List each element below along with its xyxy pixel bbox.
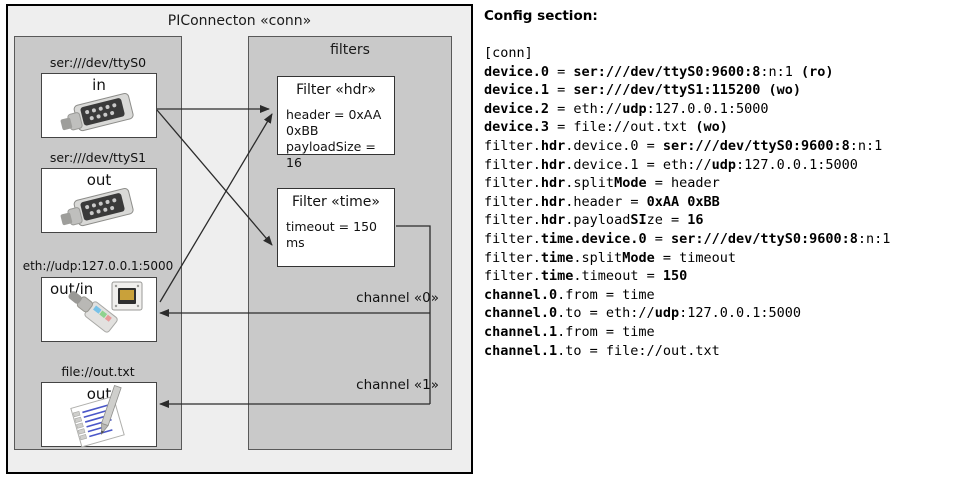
device-card-eth[interactable]: out/in [41, 277, 157, 342]
config-line: device.1 = ser:///dev/ttyS1:115200 (wo) [484, 82, 802, 99]
config-line: channel.0.from = time [484, 286, 655, 303]
config-line: [conn] [484, 45, 533, 61]
filter-attr: header = 0xAA 0xBB [286, 107, 382, 138]
filters-group: filters Filter «hdr» header = 0xAA 0xBB … [248, 36, 452, 450]
ethernet-jack-icon [68, 281, 143, 333]
config-line: channel.1.to = file://out.txt [484, 342, 720, 359]
config-line: filter.time.timeout = 150 [484, 268, 688, 285]
filter-attr: timeout = 150 ms [286, 219, 377, 250]
device-io-ttys1: out [86, 171, 112, 189]
config-line: filter.time.splitMode = timeout [484, 249, 736, 266]
filter-attr: payloadSize = 16 [286, 139, 376, 170]
diagram-title: PIConnecton «conn» [167, 13, 312, 29]
config-line: filter.hdr.device.0 = ser:///dev/ttyS0:9… [484, 137, 883, 154]
config-line: filter.hdr.payloadSIze = 16 [484, 212, 704, 229]
config-line: device.2 = eth://udp:127.0.0.1:5000 [484, 100, 769, 117]
filter-attrs-hdr: header = 0xAA 0xBB payloadSize = 16 [286, 107, 394, 171]
text-file-icon [70, 385, 125, 448]
config-line: device.3 = file://out.txt (wo) [484, 119, 728, 136]
config-line: channel.1.from = time [484, 323, 655, 340]
filter-title-hdr: Filter «hdr» [296, 82, 376, 98]
filter-card-hdr[interactable]: Filter «hdr» header = 0xAA 0xBB payloadS… [277, 76, 395, 170]
filter-card-time[interactable]: Filter «time» timeout = 150 ms [277, 188, 395, 267]
config-line: filter.time.device.0 = ser:///dev/ttyS0:… [484, 230, 891, 247]
device-card-ttys0[interactable]: in [41, 73, 157, 138]
config-line: filter.hdr.splitMode = header [484, 175, 720, 192]
config-line: device.0 = ser:///dev/ttyS0:9600:8:n:1 (… [484, 63, 834, 80]
serial-port-icon [60, 188, 134, 227]
config-heading: Config section: [484, 8, 598, 24]
config-line: filter.hdr.device.1 = eth://udp:127.0.0.… [484, 156, 858, 173]
device-label-eth: eth://udp:127.0.0.1:5000 [22, 259, 174, 273]
device-card-ttys1[interactable]: out [41, 168, 157, 233]
device-label-ttys0: ser:///dev/ttyS0 [49, 55, 147, 70]
config-line: filter.hdr.header = 0xAA 0xBB [484, 193, 720, 210]
devices-group: ser:///dev/ttyS0 in [14, 36, 182, 450]
config-line: channel.0.to = eth://udp:127.0.0.1:5000 [484, 305, 802, 322]
filter-attrs-time: timeout = 150 ms [286, 219, 394, 251]
channel-label-0: channel «0» [356, 290, 439, 306]
channel-label-1: channel «1» [356, 377, 439, 393]
config-pane: Config section: [conn] device.0 = ser:///… [482, 0, 960, 484]
device-io-ttys0: in [92, 76, 106, 94]
filter-title-time: Filter «time» [292, 194, 380, 210]
config-text: [conn] device.0 = ser:///dev/ttyS0:9600:8… [484, 44, 890, 360]
device-label-file: file://out.txt [61, 364, 135, 379]
serial-port-icon [60, 93, 134, 132]
filters-group-title: filters [330, 42, 370, 58]
device-label-ttys1: ser:///dev/ttyS1 [49, 150, 147, 165]
device-io-eth: out/in [50, 280, 94, 298]
device-card-file[interactable]: out [41, 382, 157, 448]
